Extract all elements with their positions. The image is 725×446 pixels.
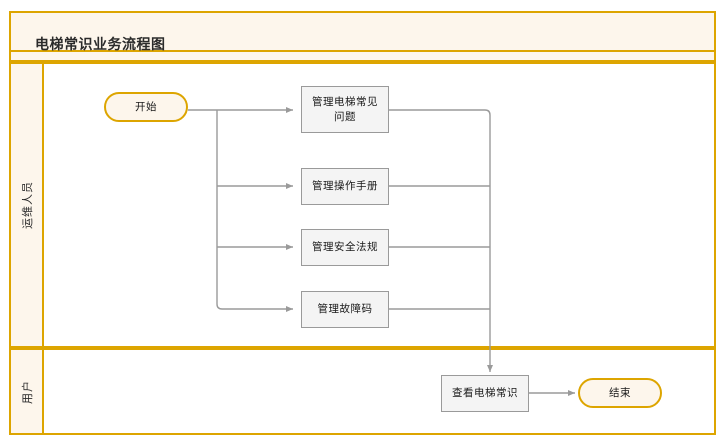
node-manage-faq-label-line1: 管理电梯常见: [312, 96, 378, 109]
node-manage-regulations[interactable]: 管理安全法规: [301, 229, 389, 266]
node-start[interactable]: 开始: [104, 92, 188, 122]
swimlane-label-user-text: 用户: [20, 379, 34, 404]
swimlane-label-operations-text: 运维人员: [20, 181, 34, 229]
node-end-label: 结束: [609, 386, 631, 399]
node-manage-faultcode-label: 管理故障码: [317, 303, 373, 316]
node-view-knowledge[interactable]: 查看电梯常识: [441, 375, 529, 412]
node-manage-manual-label: 管理操作手册: [312, 180, 378, 193]
node-manage-faq[interactable]: 管理电梯常见 问题: [301, 86, 389, 133]
node-start-label: 开始: [135, 100, 157, 113]
node-end[interactable]: 结束: [578, 378, 662, 408]
swimlane-operations: 运维人员: [9, 62, 716, 348]
page-title: 电梯常识业务流程图: [35, 37, 166, 53]
diagram-title-band: 电梯常识业务流程图: [9, 11, 716, 53]
node-view-knowledge-label: 查看电梯常识: [452, 387, 518, 400]
node-manage-faq-label-line2: 问题: [334, 110, 356, 123]
node-manage-manual[interactable]: 管理操作手册: [301, 168, 389, 205]
swimlane-label-user: 用户: [11, 350, 44, 433]
node-manage-regulations-label: 管理安全法规: [312, 241, 378, 254]
header-spacer-band: [9, 52, 716, 62]
swimlane-user: 用户: [9, 348, 716, 435]
node-manage-faultcode[interactable]: 管理故障码: [301, 291, 389, 328]
swimlane-label-operations: 运维人员: [11, 64, 44, 346]
